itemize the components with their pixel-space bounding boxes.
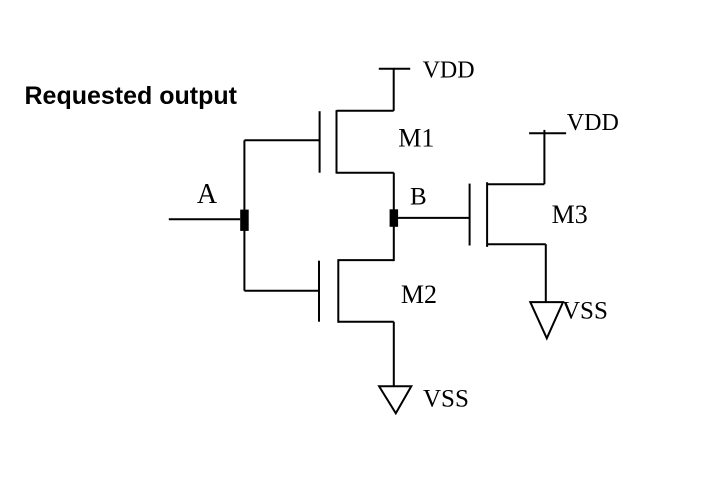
svg-text:M3: M3 bbox=[552, 200, 588, 229]
svg-text:VSS: VSS bbox=[562, 298, 608, 325]
svg-text:M2: M2 bbox=[401, 280, 437, 309]
svg-text:VSS: VSS bbox=[423, 386, 469, 413]
svg-text:A: A bbox=[197, 179, 218, 210]
svg-text:M1: M1 bbox=[398, 124, 434, 153]
svg-text:Requested output: Requested output bbox=[25, 82, 238, 110]
svg-text:VDD: VDD bbox=[567, 110, 619, 136]
svg-text:B: B bbox=[410, 184, 427, 211]
svg-text:VDD: VDD bbox=[423, 57, 475, 83]
